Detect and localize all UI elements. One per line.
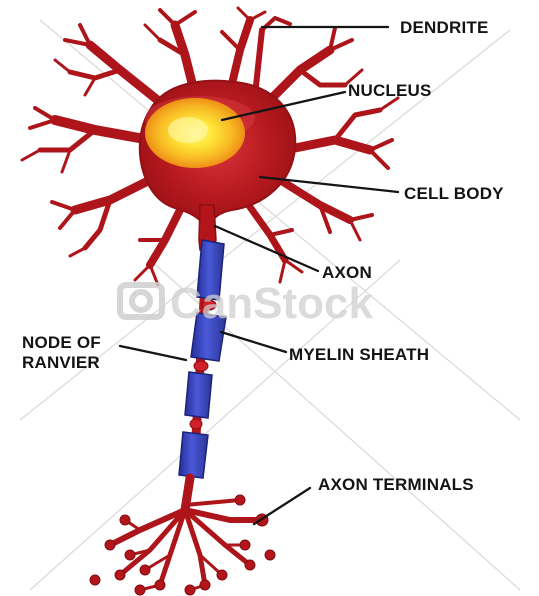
label-dendrite: DENDRITE: [400, 18, 489, 37]
label-nucleus: NUCLEUS: [348, 81, 432, 100]
watermark-text: CanStock: [170, 279, 373, 328]
label-node-of-ranvier-line2: RANVIER: [22, 353, 100, 372]
nucleus: [145, 98, 245, 168]
node-of-ranvier-leader: [120, 346, 186, 360]
axon-terminals-leader: [254, 488, 310, 524]
watermark: CanStock: [120, 279, 373, 328]
label-axon: AXON: [322, 263, 372, 282]
label-cell-body: CELL BODY: [404, 184, 504, 203]
label-node-of-ranvier-line1: NODE OF: [22, 333, 101, 352]
myelin-sheath-leader: [221, 332, 286, 352]
label-myelin-sheath: MYELIN SHEATH: [289, 345, 429, 364]
label-axon-terminals: AXON TERMINALS: [318, 475, 474, 494]
